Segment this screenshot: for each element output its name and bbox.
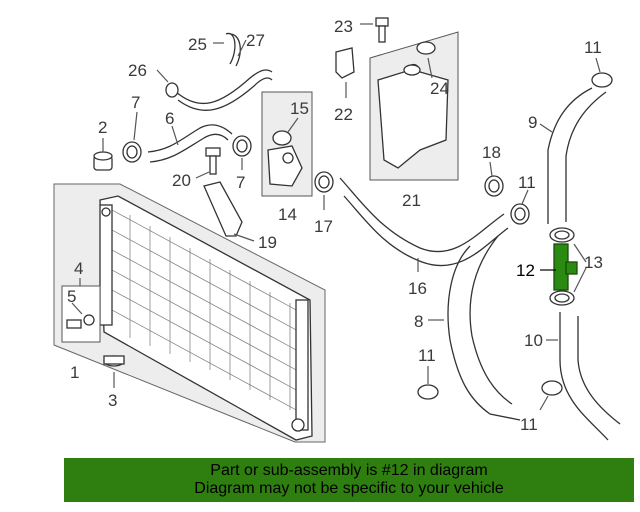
info-banner: Part or sub-assembly is #12 in diagram D… — [64, 458, 634, 502]
hose-clamp-18[interactable] — [484, 175, 504, 197]
callout-7a[interactable]: 7 — [131, 93, 140, 112]
bolt-23[interactable] — [375, 17, 389, 43]
radiator-assembly[interactable] — [53, 183, 326, 443]
banner-line-2: Diagram may not be specific to your vehi… — [194, 480, 504, 497]
callout-4[interactable]: 4 — [74, 259, 83, 278]
clamp-26[interactable] — [165, 82, 179, 98]
hose-clamp-13a[interactable] — [549, 227, 575, 243]
thermostat-housing[interactable] — [267, 130, 303, 187]
callout-20[interactable]: 20 — [172, 171, 191, 190]
callout-24[interactable]: 24 — [430, 79, 449, 98]
hose-clamp-11c[interactable] — [417, 384, 439, 400]
callout-22[interactable]: 22 — [334, 105, 353, 124]
radiator-mount-cushion[interactable] — [103, 355, 125, 367]
callout-18[interactable]: 18 — [482, 143, 501, 162]
callout-21[interactable]: 21 — [402, 191, 421, 210]
hose-clamp-11b[interactable] — [510, 203, 530, 225]
callout-17[interactable]: 17 — [314, 217, 333, 236]
radiator-cushion-2[interactable] — [93, 151, 113, 171]
callout-23[interactable]: 23 — [334, 17, 353, 36]
callout-26[interactable]: 26 — [128, 61, 147, 80]
water-hose-joint-12[interactable] — [553, 243, 578, 291]
callout-16[interactable]: 16 — [408, 279, 427, 298]
drain-plug-box — [61, 285, 101, 343]
callout-10[interactable]: 10 — [524, 331, 543, 350]
bolt-20[interactable] — [205, 147, 221, 175]
callout-12[interactable]: 12 — [516, 261, 535, 280]
banner-line-1: Part or sub-assembly is #12 in diagram — [210, 462, 488, 479]
callout-11b[interactable]: 11 — [518, 173, 536, 192]
callout-11c[interactable]: 11 — [418, 346, 436, 365]
callout-9[interactable]: 9 — [528, 113, 537, 132]
callout-3[interactable]: 3 — [108, 391, 117, 410]
upper-radiator-hose-6[interactable] — [147, 124, 233, 163]
reservoir-cap-24[interactable] — [416, 41, 436, 55]
callout-27[interactable]: 27 — [246, 31, 265, 50]
callout-13[interactable]: 13 — [584, 253, 603, 272]
hose-25[interactable] — [225, 32, 241, 67]
hose-8[interactable] — [447, 235, 521, 421]
hose-clamp-13b[interactable] — [549, 290, 575, 306]
callout-8[interactable]: 8 — [414, 312, 423, 331]
callout-11d[interactable]: 11 — [520, 415, 538, 434]
callout-5[interactable]: 5 — [67, 287, 76, 306]
coolant-reservoir[interactable] — [377, 63, 449, 169]
bracket-22[interactable] — [335, 47, 355, 79]
hose-27[interactable] — [175, 69, 273, 111]
callout-2[interactable]: 2 — [98, 118, 107, 137]
hose-10[interactable] — [559, 312, 621, 441]
callout-6[interactable]: 6 — [165, 109, 174, 128]
callout-1[interactable]: 1 — [70, 363, 79, 382]
hose-clamp-11d[interactable] — [541, 380, 563, 396]
bracket-19[interactable] — [203, 181, 243, 237]
callout-7b[interactable]: 7 — [236, 173, 245, 192]
hose-16[interactable] — [339, 177, 509, 267]
hose-clamp-7a[interactable] — [122, 141, 142, 163]
hose-9[interactable] — [547, 87, 607, 224]
callout-25[interactable]: 25 — [188, 35, 207, 54]
hose-clamp-17[interactable] — [314, 171, 334, 193]
callout-14[interactable]: 14 — [278, 205, 297, 224]
hose-clamp-7b[interactable] — [232, 135, 252, 157]
callout-19[interactable]: 19 — [258, 233, 277, 252]
callout-15[interactable]: 15 — [290, 99, 309, 118]
drain-plug[interactable] — [66, 314, 95, 329]
hose-clamp-11a[interactable] — [591, 72, 613, 88]
callout-11a[interactable]: 11 — [584, 38, 602, 57]
